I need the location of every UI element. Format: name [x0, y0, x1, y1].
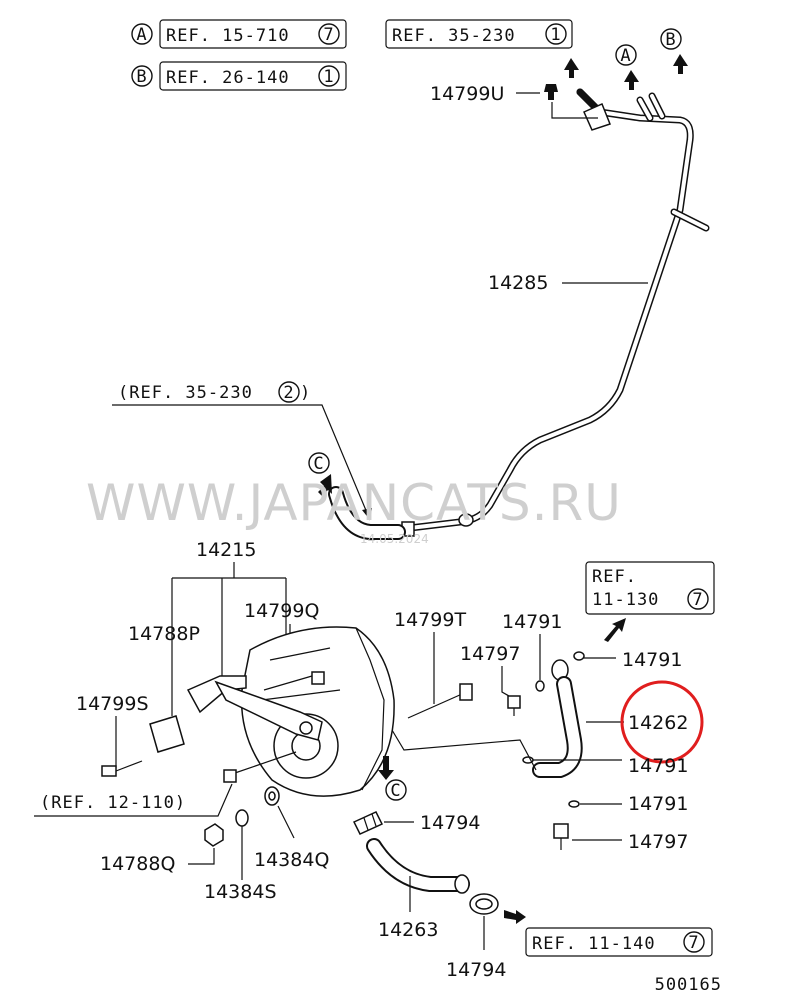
hose-c-drawing	[328, 486, 406, 540]
part-label-14285[interactable]: 14285	[488, 272, 548, 294]
washer-14384S-icon	[235, 809, 249, 827]
bolt-14799Q-icon	[263, 671, 325, 691]
part-label-14262[interactable]: 14262	[628, 712, 688, 734]
washer-14384Q-icon	[264, 786, 280, 806]
gasket-14791-r3-icon	[568, 800, 580, 808]
arrow-up-right-icon	[604, 618, 626, 642]
part-label-14215[interactable]: 14215	[196, 539, 256, 561]
legend-ref-a[interactable]: A REF. 15-710 7	[131, 19, 347, 49]
gasket-14791-r1-icon	[573, 651, 585, 661]
marker-b-top[interactable]: B	[660, 28, 688, 74]
bolt-long-icon	[223, 751, 297, 783]
part-label-14797-r[interactable]: 14797	[628, 831, 688, 853]
bolt-14797-top-icon	[507, 695, 521, 716]
svg-text:A: A	[620, 46, 631, 66]
part-label-14799S[interactable]: 14799S	[76, 693, 149, 715]
part-label-14797-top[interactable]: 14797	[460, 643, 520, 665]
arrow-up-icon	[624, 70, 639, 90]
marker-c-top[interactable]: C	[308, 452, 332, 496]
bolt-14799U-icon	[544, 84, 558, 100]
bolt-14799S-icon	[101, 760, 143, 777]
part-label-14799T[interactable]: 14799T	[394, 609, 466, 631]
ref-mid-number: 2	[283, 383, 294, 403]
ref-35-230-2[interactable]: (REF. 35-230 2 )	[118, 381, 311, 403]
part-label-14791-r2[interactable]: 14791	[628, 755, 688, 777]
marker-a-top[interactable]: A	[615, 44, 639, 90]
ref-b-text: REF. 26-140	[166, 68, 290, 88]
part-label-14799U[interactable]: 14799U	[430, 83, 504, 105]
svg-text:): )	[300, 383, 311, 403]
part-label-14799Q[interactable]: 14799Q	[244, 600, 319, 622]
part-label-14384Q[interactable]: 14384Q	[254, 849, 329, 871]
legend-ref-b[interactable]: B REF. 26-140 1	[131, 61, 347, 91]
clamp-14794-mid-icon	[352, 811, 384, 835]
pipe-14285-drawing	[401, 88, 710, 537]
ref-top-number: 1	[550, 25, 561, 45]
ref-11-140[interactable]: REF. 11-140 7	[525, 927, 713, 957]
part-label-14794-bottom[interactable]: 14794	[446, 959, 506, 981]
marker-a-label: A	[136, 25, 147, 45]
ref-bottom-number: 7	[688, 933, 699, 953]
part-label-14788P[interactable]: 14788P	[128, 623, 200, 645]
pipe-14262-drawing	[532, 659, 583, 778]
bolt-14797-r-icon	[553, 823, 569, 850]
part-label-14794-mid[interactable]: 14794	[420, 812, 480, 834]
block-14788P-icon	[149, 715, 185, 753]
bracket-14215-drawing	[186, 675, 323, 741]
ref-right-number: 7	[692, 590, 703, 610]
svg-text:C: C	[390, 781, 401, 801]
ref-b-number: 1	[323, 67, 334, 87]
part-label-14791-r1[interactable]: 14791	[622, 649, 682, 671]
part-label-14263[interactable]: 14263	[378, 919, 438, 941]
arrow-up-icon	[318, 474, 332, 496]
part-label-14384S[interactable]: 14384S	[204, 881, 277, 903]
alternator-drawing	[240, 626, 395, 797]
bolt-14799T-icon	[407, 683, 473, 719]
gasket-14791-top-icon	[535, 680, 545, 692]
highlight-circle-14262	[620, 680, 704, 764]
diagram-number: 500165	[655, 975, 722, 995]
part-label-14791-top[interactable]: 14791	[502, 611, 562, 633]
ref-a-text: REF. 15-710	[166, 26, 290, 46]
ref-35-230-1[interactable]: REF. 35-230 1	[385, 19, 573, 49]
watermark-date: 14.05.2024	[360, 532, 429, 546]
ref-right-line2: 11-130	[592, 590, 659, 610]
ref-11-130[interactable]: REF. 11-130 7	[585, 561, 715, 615]
ref-a-number: 7	[323, 25, 334, 45]
ref-left-text[interactable]: (REF. 12-110)	[40, 793, 186, 813]
watermark: WWW.JAPANCATS.RU	[86, 474, 622, 532]
marker-c-bottom[interactable]: C	[378, 756, 407, 801]
ref-right-line1: REF.	[592, 567, 637, 587]
ref-bottom-text: REF. 11-140	[532, 934, 656, 954]
hose-14263-drawing	[366, 838, 470, 894]
arrow-right-icon	[504, 910, 526, 924]
arrow-up-icon	[564, 58, 579, 78]
part-label-14788Q[interactable]: 14788Q	[100, 853, 175, 875]
marker-b-label: B	[136, 67, 147, 87]
svg-text:B: B	[665, 30, 676, 50]
ref-mid-text: (REF. 35-230	[118, 383, 253, 403]
ref-top-text: REF. 35-230	[392, 26, 516, 46]
nut-14788Q-icon	[204, 823, 224, 847]
arrow-up-icon	[673, 54, 688, 74]
clamp-14794-bottom-icon	[469, 893, 499, 915]
arrow-down-icon	[378, 756, 394, 780]
part-label-14791-r3[interactable]: 14791	[628, 793, 688, 815]
svg-text:C: C	[313, 454, 324, 474]
